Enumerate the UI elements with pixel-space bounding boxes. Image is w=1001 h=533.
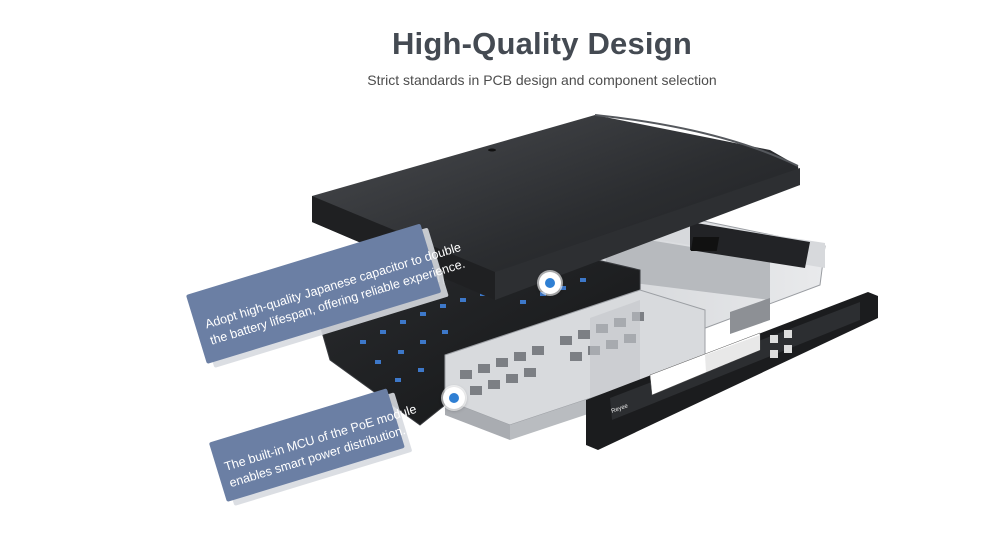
mcu-hotspot-icon[interactable] (443, 387, 465, 409)
front-logo: Reyee (611, 403, 630, 415)
capacitor-hotspot-icon[interactable] (539, 272, 561, 294)
page-subtitle: Strict standards in PCB design and compo… (367, 72, 717, 88)
front-bezel: Reyee (586, 292, 878, 450)
page-title: High-Quality Design (391, 26, 693, 61)
